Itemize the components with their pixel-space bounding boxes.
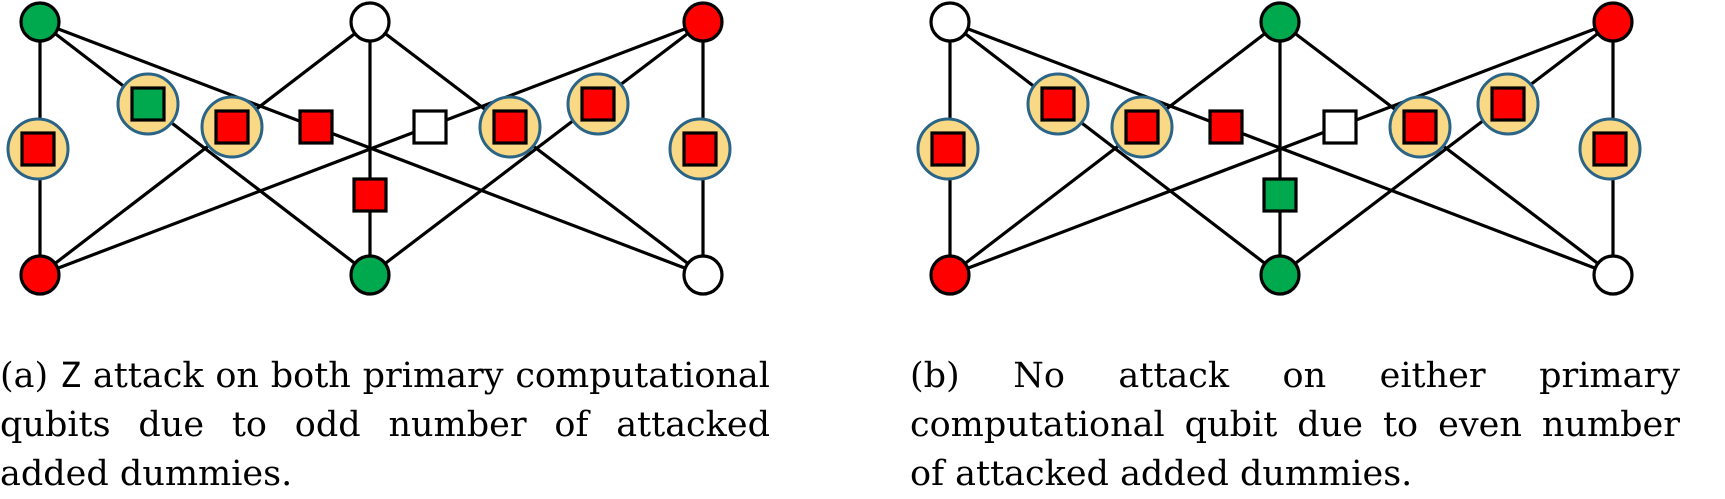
dummy-s6	[580, 86, 616, 122]
caption-a-code: Z	[60, 356, 82, 396]
edge-tm-bl	[949, 20, 1281, 277]
qubit-bl	[19, 254, 61, 296]
qubit-tl	[929, 1, 971, 43]
edges-a	[38, 20, 705, 277]
edge-tm-bl	[39, 20, 371, 277]
dummy-s5	[1402, 109, 1438, 145]
dummy-sM	[352, 177, 388, 213]
dummy-sL	[20, 131, 56, 167]
edge-tr-bl	[39, 20, 704, 277]
dummy-sR	[1592, 131, 1628, 167]
qubit-bm	[349, 254, 391, 296]
graph-diagrams	[6, 1, 1642, 296]
qubit-br	[1592, 254, 1634, 296]
edge-tr-bm	[1279, 20, 1614, 277]
qubit-tr	[1592, 1, 1634, 43]
dummy-sL	[930, 131, 966, 167]
nodes-b	[916, 1, 1642, 296]
diagram-a	[6, 1, 732, 296]
dummy-s3	[1208, 109, 1244, 145]
dummy-s1	[1040, 86, 1076, 122]
qubit-tm	[1259, 1, 1301, 43]
qubit-br	[682, 254, 724, 296]
caption-b-text: No attack on either primary computationa…	[910, 356, 1680, 494]
dummy-sR	[682, 131, 718, 167]
dummy-s2	[1124, 109, 1160, 145]
dummy-s2	[214, 109, 250, 145]
dummy-s4	[412, 109, 448, 145]
dummy-sM	[1262, 177, 1298, 213]
edge-tr-bl	[949, 20, 1614, 277]
dummy-s4	[1322, 109, 1358, 145]
diagram-b	[916, 1, 1642, 296]
caption-a: (a) Z attack on both primary computation…	[0, 352, 770, 499]
qubit-tm	[349, 1, 391, 43]
edge-tr-bm	[369, 20, 704, 277]
caption-a-label: (a)	[0, 356, 49, 396]
dummy-s1	[130, 86, 166, 122]
dummy-s3	[298, 109, 334, 145]
nodes-a	[6, 1, 732, 296]
caption-a-text: attack on both primary computational qub…	[0, 356, 770, 494]
dummy-s6	[1490, 86, 1526, 122]
caption-b-label: (b)	[910, 356, 960, 396]
dummy-s5	[492, 109, 528, 145]
caption-b: (b) No attack on either primary computat…	[910, 352, 1680, 499]
qubit-tr	[682, 1, 724, 43]
qubit-bm	[1259, 254, 1301, 296]
edges-b	[948, 20, 1615, 277]
qubit-bl	[929, 254, 971, 296]
qubit-tl	[19, 1, 61, 43]
